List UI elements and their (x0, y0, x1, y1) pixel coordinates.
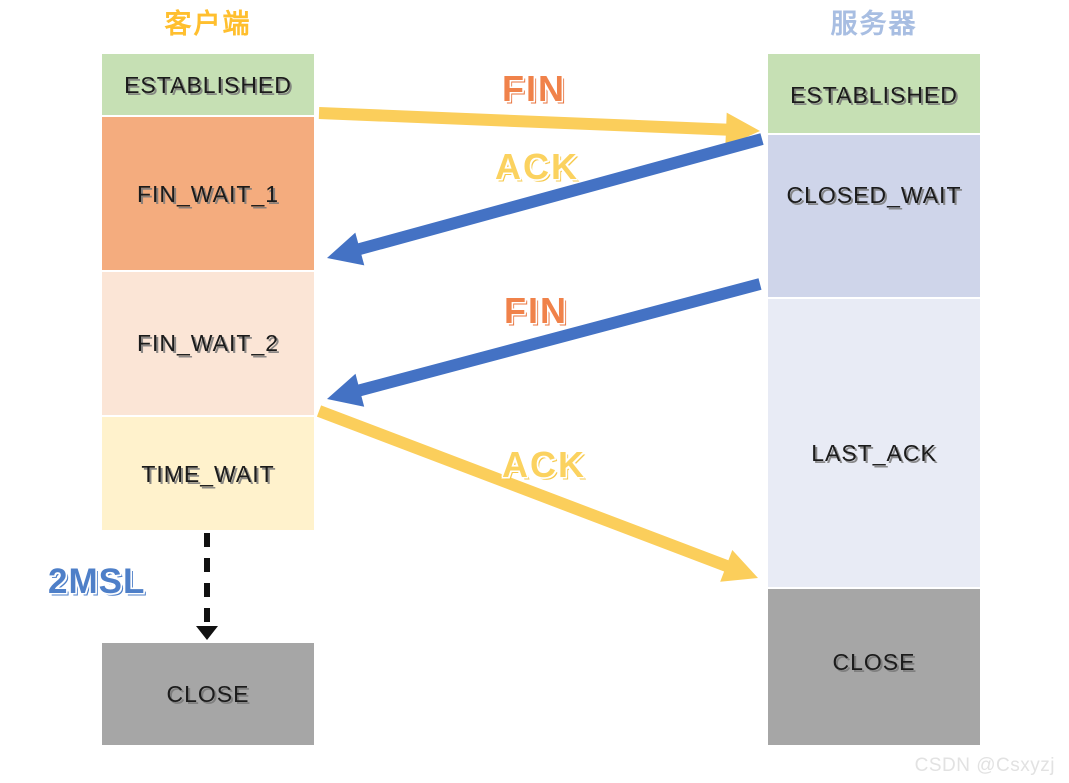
client-state-established: ESTABLISHED (102, 54, 314, 115)
state-label: FIN_WAIT_2 (136, 330, 280, 356)
client-column-title: 客户端 (164, 9, 252, 39)
arrow-ack-client-to-server (316, 405, 758, 582)
server-state-closed-wait: CLOSED_WAIT (768, 135, 980, 297)
state-label: ESTABLISHED (790, 82, 958, 108)
server-column-title: 服务器 (830, 9, 918, 39)
flow-label-fin-server-to-client: FIN (504, 290, 568, 331)
twice-msl-label: 2MSL (48, 562, 146, 601)
client-state-fin-wait-1: FIN_WAIT_1 (102, 117, 314, 270)
client-state-close: CLOSE (102, 643, 314, 745)
client-state-time-wait: TIME_WAIT (102, 417, 314, 530)
flow-label-fin-client-to-server: FIN (502, 68, 566, 109)
state-label: TIME_WAIT (141, 461, 275, 487)
state-label: FIN_WAIT_1 (136, 181, 280, 207)
server-state-close: CLOSE (768, 589, 980, 745)
state-label: CLOSE (166, 681, 250, 707)
server-state-last-ack: LAST_ACK (768, 299, 980, 587)
flow-label-ack-server-to-client: ACK (495, 146, 579, 187)
state-label: CLOSED_WAIT (786, 182, 962, 208)
msl-arrowhead (196, 626, 218, 640)
arrow-fin-client-to-server (318, 107, 760, 147)
state-label: ESTABLISHED (124, 72, 292, 98)
server-state-established: ESTABLISHED (768, 54, 980, 133)
flow-label-ack-client-to-server: ACK (502, 444, 586, 485)
state-label: LAST_ACK (811, 440, 937, 466)
state-label: CLOSE (832, 649, 916, 675)
client-state-fin-wait-2: FIN_WAIT_2 (102, 272, 314, 415)
watermark: CSDN @Csxyzj (914, 755, 1055, 776)
